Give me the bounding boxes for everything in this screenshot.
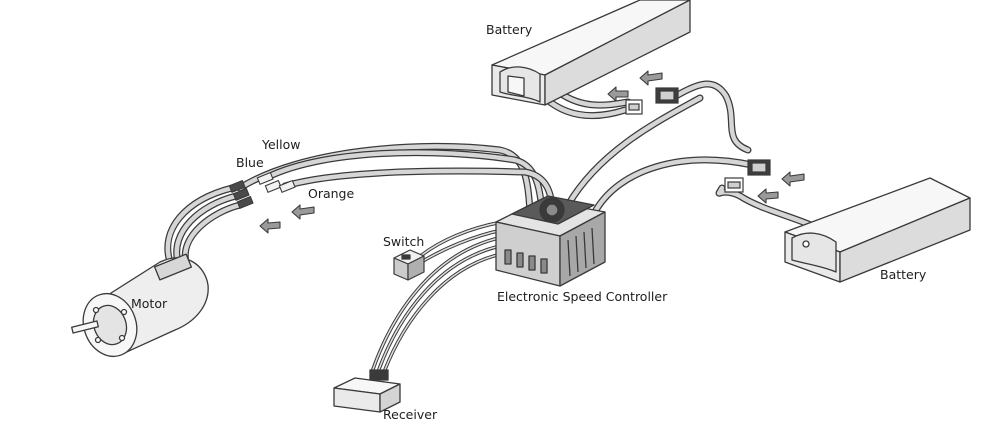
motor-phase-wires	[236, 142, 556, 216]
esc-battery-lead-right	[592, 156, 756, 214]
connector-top-female	[655, 87, 679, 104]
connector-right-female	[747, 159, 771, 176]
battery-right	[784, 177, 971, 283]
switch-wires	[416, 220, 504, 266]
connector-right-male	[724, 177, 744, 193]
blue-wire-label: Blue	[236, 155, 264, 170]
battery-right-label: Battery	[880, 267, 927, 282]
esc-battery-lead-top	[564, 80, 752, 209]
switch-label: Switch	[383, 234, 425, 249]
arrow-left-icon	[757, 188, 779, 204]
arrow-left-icon	[781, 171, 805, 187]
receiver	[333, 369, 401, 413]
motor-leads	[164, 184, 244, 266]
battery-top	[491, 0, 691, 106]
orange-wire-label: Orange	[308, 186, 355, 201]
bullet-connectors	[228, 171, 296, 210]
receiver-wires	[370, 234, 514, 374]
motor	[71, 253, 209, 358]
battery-top-label: Battery	[486, 22, 533, 37]
motor-label: Motor	[131, 296, 168, 311]
switch-icon	[393, 249, 425, 281]
receiver-label: Receiver	[383, 407, 438, 422]
esc	[495, 195, 606, 287]
connector-top-male	[625, 99, 643, 115]
esc-label: Electronic Speed Controller	[497, 289, 668, 304]
arrow-left-icon	[259, 218, 281, 234]
yellow-wire-label: Yellow	[262, 137, 301, 152]
arrow-left-icon	[607, 86, 629, 102]
arrows	[259, 70, 805, 234]
arrow-left-icon	[291, 204, 315, 220]
arrow-left-icon	[639, 70, 663, 86]
